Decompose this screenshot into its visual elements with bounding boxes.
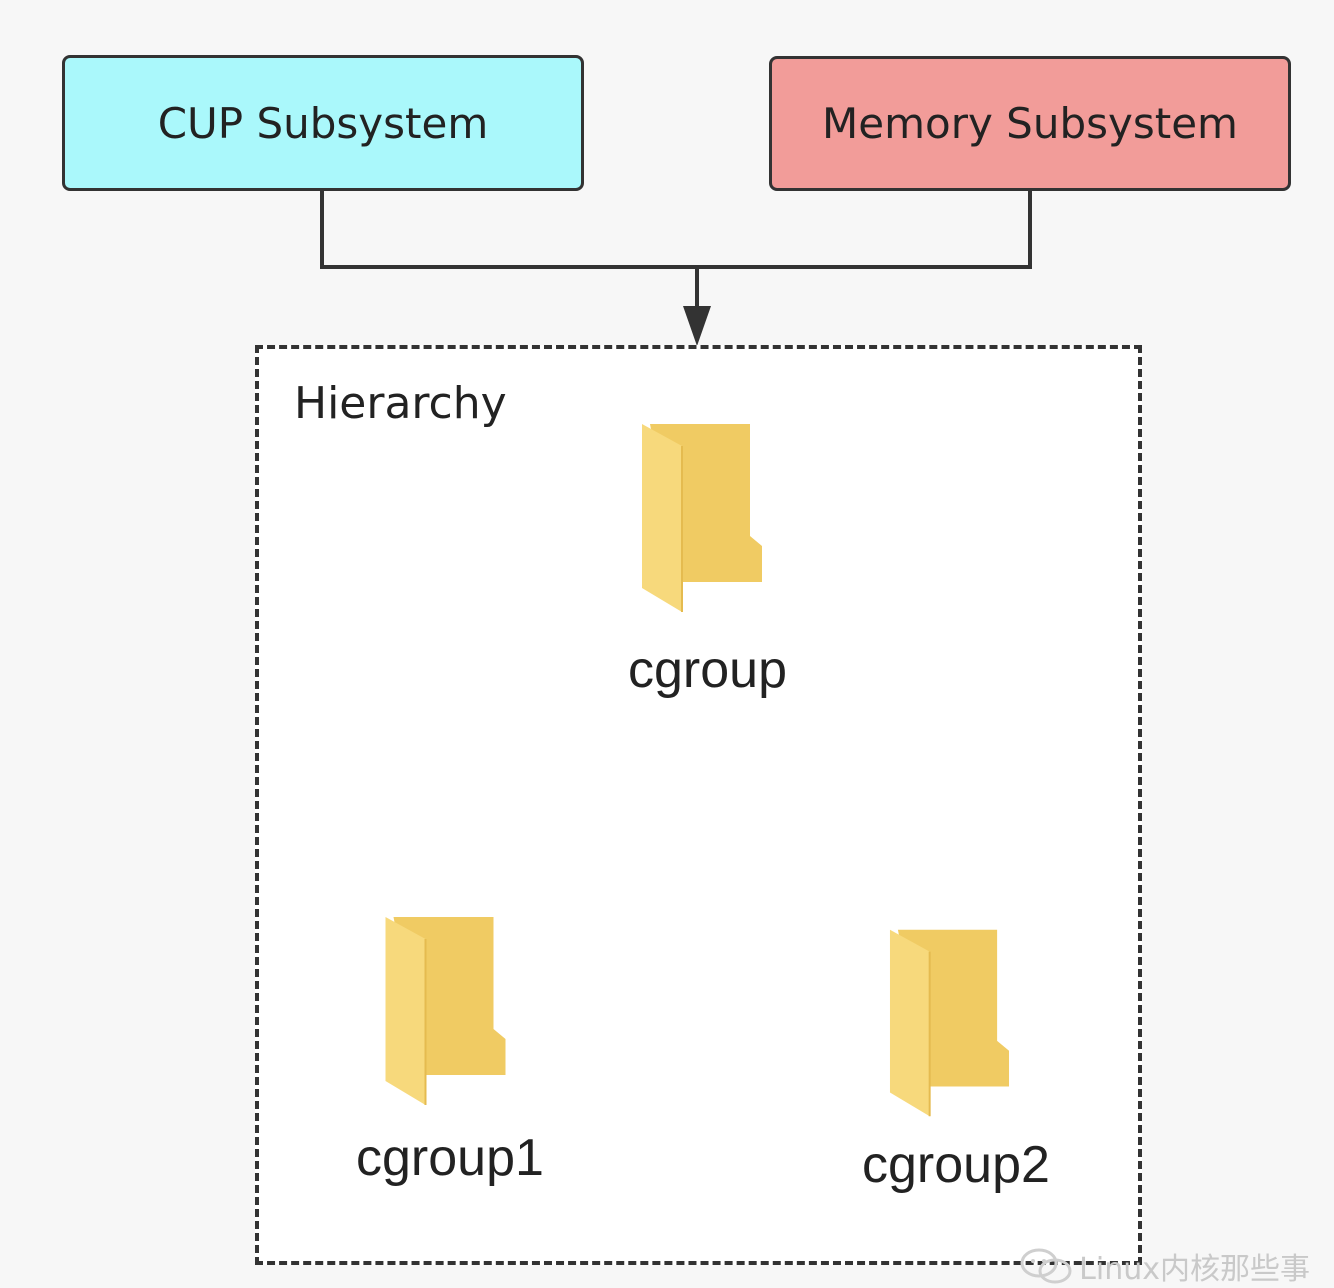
cgroup2-label: cgroup2 bbox=[862, 1136, 1050, 1194]
cpu-subsystem-label: CUP Subsystem bbox=[157, 98, 489, 148]
memory-subsystem-box: Memory Subsystem bbox=[769, 56, 1291, 191]
cpu-subsystem-box: CUP Subsystem bbox=[62, 55, 584, 191]
folder-icon bbox=[889, 929, 1010, 1117]
wechat-icon bbox=[1020, 1248, 1072, 1284]
memory-subsystem-label: Memory Subsystem bbox=[822, 99, 1238, 148]
cgroup1-label: cgroup1 bbox=[356, 1129, 544, 1187]
folder-icon bbox=[642, 424, 762, 612]
root-cgroup-label: cgroup bbox=[628, 641, 787, 699]
cpu-connector bbox=[320, 191, 697, 269]
watermark-text: Linux内核那些事 bbox=[1079, 1252, 1310, 1287]
hierarchy-label: Hierarchy bbox=[294, 378, 507, 429]
watermark: Linux内核那些事 bbox=[1019, 1244, 1310, 1288]
folder-icon bbox=[385, 917, 506, 1105]
memory-connector bbox=[697, 191, 1032, 269]
hierarchy-arrowhead bbox=[683, 306, 711, 346]
